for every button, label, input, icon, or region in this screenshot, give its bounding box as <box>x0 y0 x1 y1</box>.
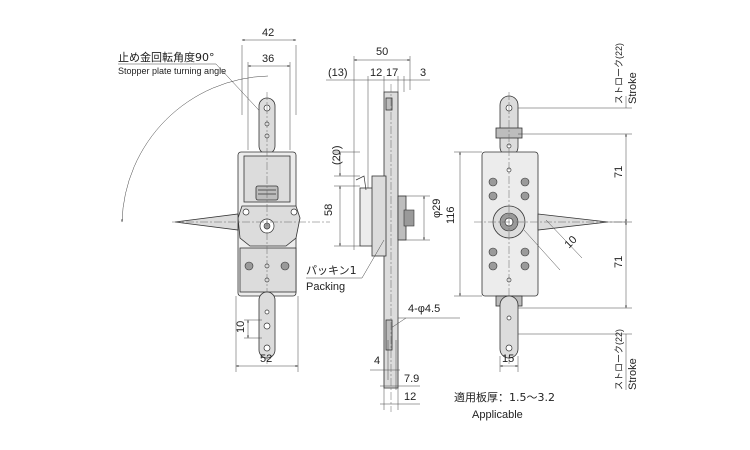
rear-dim-15: 15 <box>502 353 514 365</box>
rear-dim-116: 116 <box>445 206 457 224</box>
front-dim-36: 36 <box>262 53 274 65</box>
side-dim-phi29: φ29 <box>431 199 443 218</box>
stroke-bottom-jp: ストローク(22) <box>614 329 624 390</box>
stopper-angle-label-en: Stopper plate turning angle <box>118 66 226 76</box>
packing-label: パッキン1 <box>306 264 357 277</box>
rear-dim-71-bottom: 71 <box>613 256 625 268</box>
side-dim-4: 4 <box>374 355 380 367</box>
side-dim-12: 12 <box>370 67 382 79</box>
rear-dim-71-top: 71 <box>613 166 625 178</box>
side-dim-7-9: 7.9 <box>404 373 419 385</box>
side-dim-20: (20) <box>331 145 343 165</box>
front-view: 42 36 止め金回転角度90° Stopper plate turning a… <box>118 27 330 372</box>
front-dim-10: 10 <box>235 321 247 333</box>
side-dim-50: 50 <box>376 46 388 58</box>
applicable-label-en: Applicable <box>472 409 523 421</box>
stroke-top-en: Stroke <box>627 72 639 104</box>
stroke-bottom-en: Stroke <box>627 358 639 390</box>
packing-label-en: Packing <box>306 281 345 293</box>
side-dim-3: 3 <box>420 67 426 79</box>
side-dim-13: (13) <box>328 67 348 79</box>
front-dim-42: 42 <box>262 27 274 39</box>
applicable-label: 適用板厚：1.5～3.2 <box>454 390 555 404</box>
side-dim-58: 58 <box>323 204 335 216</box>
rear-view: 116 10 <box>445 43 639 390</box>
front-dim-52: 52 <box>260 353 272 365</box>
side-dim-17: 17 <box>386 67 398 79</box>
side-dim-12-bottom: 12 <box>404 391 416 403</box>
stroke-top-jp: ストローク(22) <box>614 43 624 104</box>
stopper-angle-label: 止め金回転角度90° <box>118 50 215 64</box>
side-view: 50 (13) 12 17 3 (20) 58 φ29 <box>306 46 555 421</box>
rear-dim-10: 10 <box>562 234 579 251</box>
hole-label: 4-φ4.5 <box>408 303 440 315</box>
